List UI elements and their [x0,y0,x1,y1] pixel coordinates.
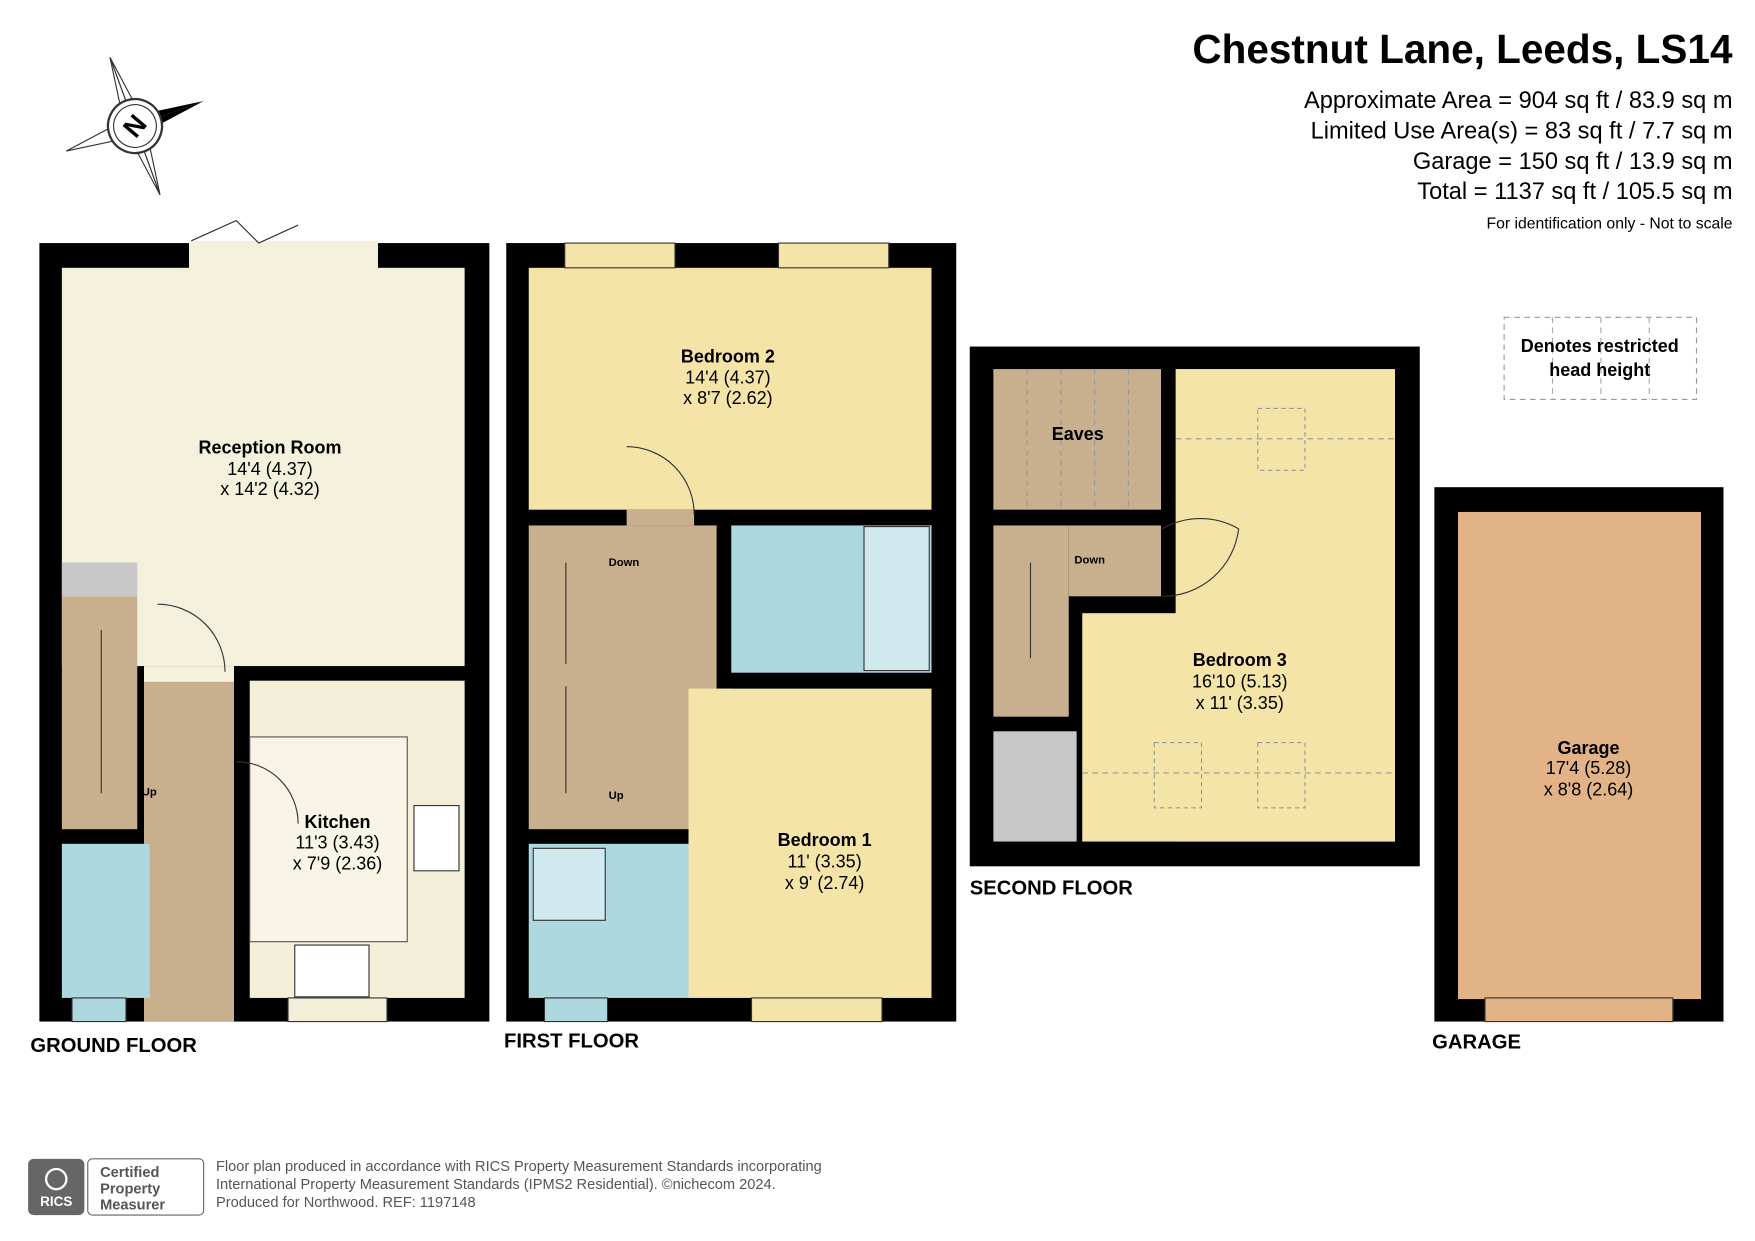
ground-floor-label: GROUND FLOOR [30,1035,197,1057]
badge-line-2: Property [100,1182,161,1198]
skylight-icon [1257,407,1306,471]
garage: Garage 17'4 (5.28) x 8'8 (2.64) GARAGE [1432,487,1724,1054]
eaves-label: Eaves [1052,424,1104,444]
legend-line-1: Denotes restricted [1521,336,1679,356]
rics-lion-icon [45,1167,68,1191]
reception-name: Reception Room [198,437,341,457]
hob-icon [413,805,460,872]
first-floor-label: FIRST FLOOR [504,1030,639,1052]
kitchen-dim-2: x 7'9 (2.36) [293,854,382,874]
garage-door [1484,997,1674,1023]
footer-line-2: International Property Measurement Stand… [216,1177,776,1193]
garage-room [1458,511,1701,1000]
ground-stairs [61,596,138,830]
badge-line-3: Measurer [100,1197,165,1213]
bedroom2-dim-1: 14'4 (4.37) [685,368,771,388]
stairs-up-label: Up [142,786,157,798]
eaves [993,369,1161,510]
first-floor: Bedroom 2 14'4 (4.37) x 8'7 (2.62) Bedro… [504,242,957,1052]
bedroom-1 [688,688,932,998]
compass-icon: N [66,57,204,196]
area-garage: Garage = 150 sq ft / 13.9 sq m [1413,149,1733,175]
bedroom3-name: Bedroom 3 [1193,650,1287,670]
ground-floor: Reception Room 14'4 (4.37) x 14'2 (4.32)… [30,219,490,1057]
sink-icon [294,944,370,998]
bath-icon [863,526,930,672]
hallway [144,680,234,1022]
bedroom3-dim-2: x 11' (3.35) [1196,693,1284,713]
garage-name: Garage [1557,738,1619,758]
bedroom1-dim-2: x 9' (2.74) [785,873,864,893]
header: Chestnut Lane, Leeds, LS14 Approximate A… [1192,26,1733,232]
garage-dim-2: x 8'8 (2.64) [1544,779,1633,799]
bedroom1-name: Bedroom 1 [778,830,872,850]
badge-line-1: Certified [100,1165,159,1181]
bedroom3-dim-1: 16'10 (5.13) [1192,671,1288,691]
reception-dim-1: 14'4 (4.37) [227,459,313,479]
stairs-up-label: Up [609,790,624,802]
property-title: Chestnut Lane, Leeds, LS14 [1192,26,1733,72]
footer-line-1: Floor plan produced in accordance with R… [216,1159,822,1175]
disclaimer: For identification only - Not to scale [1487,215,1733,232]
shower-icon [532,847,606,921]
kitchen-name: Kitchen [304,812,370,832]
bedroom1-dim-1: 11' (3.35) [788,851,862,871]
skylight-icon [1257,742,1306,809]
reception-dim-2: x 14'2 (4.32) [220,479,319,499]
bedroom2-name: Bedroom 2 [681,346,775,366]
skylight-icon [1153,742,1203,809]
under-stair-store [61,562,138,597]
area-approx: Approximate Area = 904 sq ft / 83.9 sq m [1304,88,1733,114]
footer-line-3: Produced for Northwood. REF: 1197148 [216,1195,476,1211]
rics-brand: RICS [40,1194,72,1209]
legend-line-2: head height [1549,360,1650,380]
second-floor: Eaves Bedroom 3 16'10 (5.13) x 11' (3.35… [969,346,1420,899]
garage-label: GARAGE [1432,1032,1521,1054]
restricted-height-legend: Denotes restricted head height [1503,316,1698,400]
second-landing [1068,525,1161,597]
bedroom-2 [528,267,932,510]
first-landing [528,525,717,830]
area-limited: Limited Use Area(s) = 83 sq ft / 7.7 sq … [1311,118,1733,144]
second-store [993,731,1077,842]
rics-badge: RICS Certified Property Measurer [28,1158,205,1216]
stairs-down-label: Down [1074,555,1105,567]
stairs-down-label: Down [609,557,640,569]
garage-dim-1: 17'4 (5.28) [1546,758,1632,778]
bedroom2-dim-2: x 8'7 (2.62) [683,388,772,408]
kitchen-dim-1: 11'3 (3.43) [295,832,379,852]
ground-wc [61,843,150,998]
area-total: Total = 1137 sq ft / 105.5 sq m [1417,179,1732,205]
second-floor-label: SECOND FLOOR [970,877,1134,899]
footer: RICS Certified Property Measurer Floor p… [28,1158,822,1216]
